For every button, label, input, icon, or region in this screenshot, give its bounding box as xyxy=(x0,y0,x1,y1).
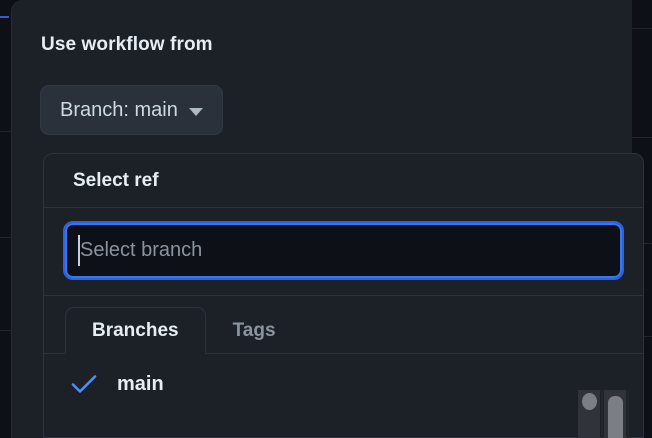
tabs-underline xyxy=(44,353,643,354)
check-icon xyxy=(71,375,97,393)
search-input-wrapper xyxy=(63,221,624,280)
scrollbar-thumb-circle-icon[interactable] xyxy=(582,393,597,410)
backdrop-divider xyxy=(0,237,11,238)
backdrop-divider xyxy=(0,330,11,331)
ref-list: main xyxy=(44,354,643,405)
select-ref-header: Select ref xyxy=(44,154,643,208)
search-area xyxy=(44,208,643,296)
branch-selector-button[interactable]: Branch: main xyxy=(40,85,223,135)
chevron-down-icon xyxy=(188,107,203,116)
text-cursor xyxy=(78,235,80,266)
backdrop-accent-line xyxy=(0,16,9,18)
tab-branches[interactable]: Branches xyxy=(65,307,206,354)
scrollbar-divider xyxy=(627,390,629,438)
list-item-label: main xyxy=(117,372,164,395)
backdrop-divider-right xyxy=(631,137,652,138)
backdrop-divider xyxy=(0,131,11,132)
branch-selector-label: Branch: main xyxy=(60,98,178,121)
ref-type-tabs: Branches Tags xyxy=(44,296,643,354)
list-item[interactable]: main xyxy=(44,363,643,405)
select-ref-title: Select ref xyxy=(73,169,159,191)
run-workflow-dialog: Use workflow from Branch: main Select re… xyxy=(11,0,644,438)
page-title: Use workflow from xyxy=(41,34,213,55)
scrollbar-divider xyxy=(601,390,603,438)
branch-search-input[interactable] xyxy=(63,221,624,280)
scrollbar-thumb-icon[interactable] xyxy=(608,396,623,438)
select-ref-popover: Select ref Branches Tags main xyxy=(43,153,644,438)
backdrop-divider-right xyxy=(631,28,652,29)
tab-tags[interactable]: Tags xyxy=(232,320,276,341)
